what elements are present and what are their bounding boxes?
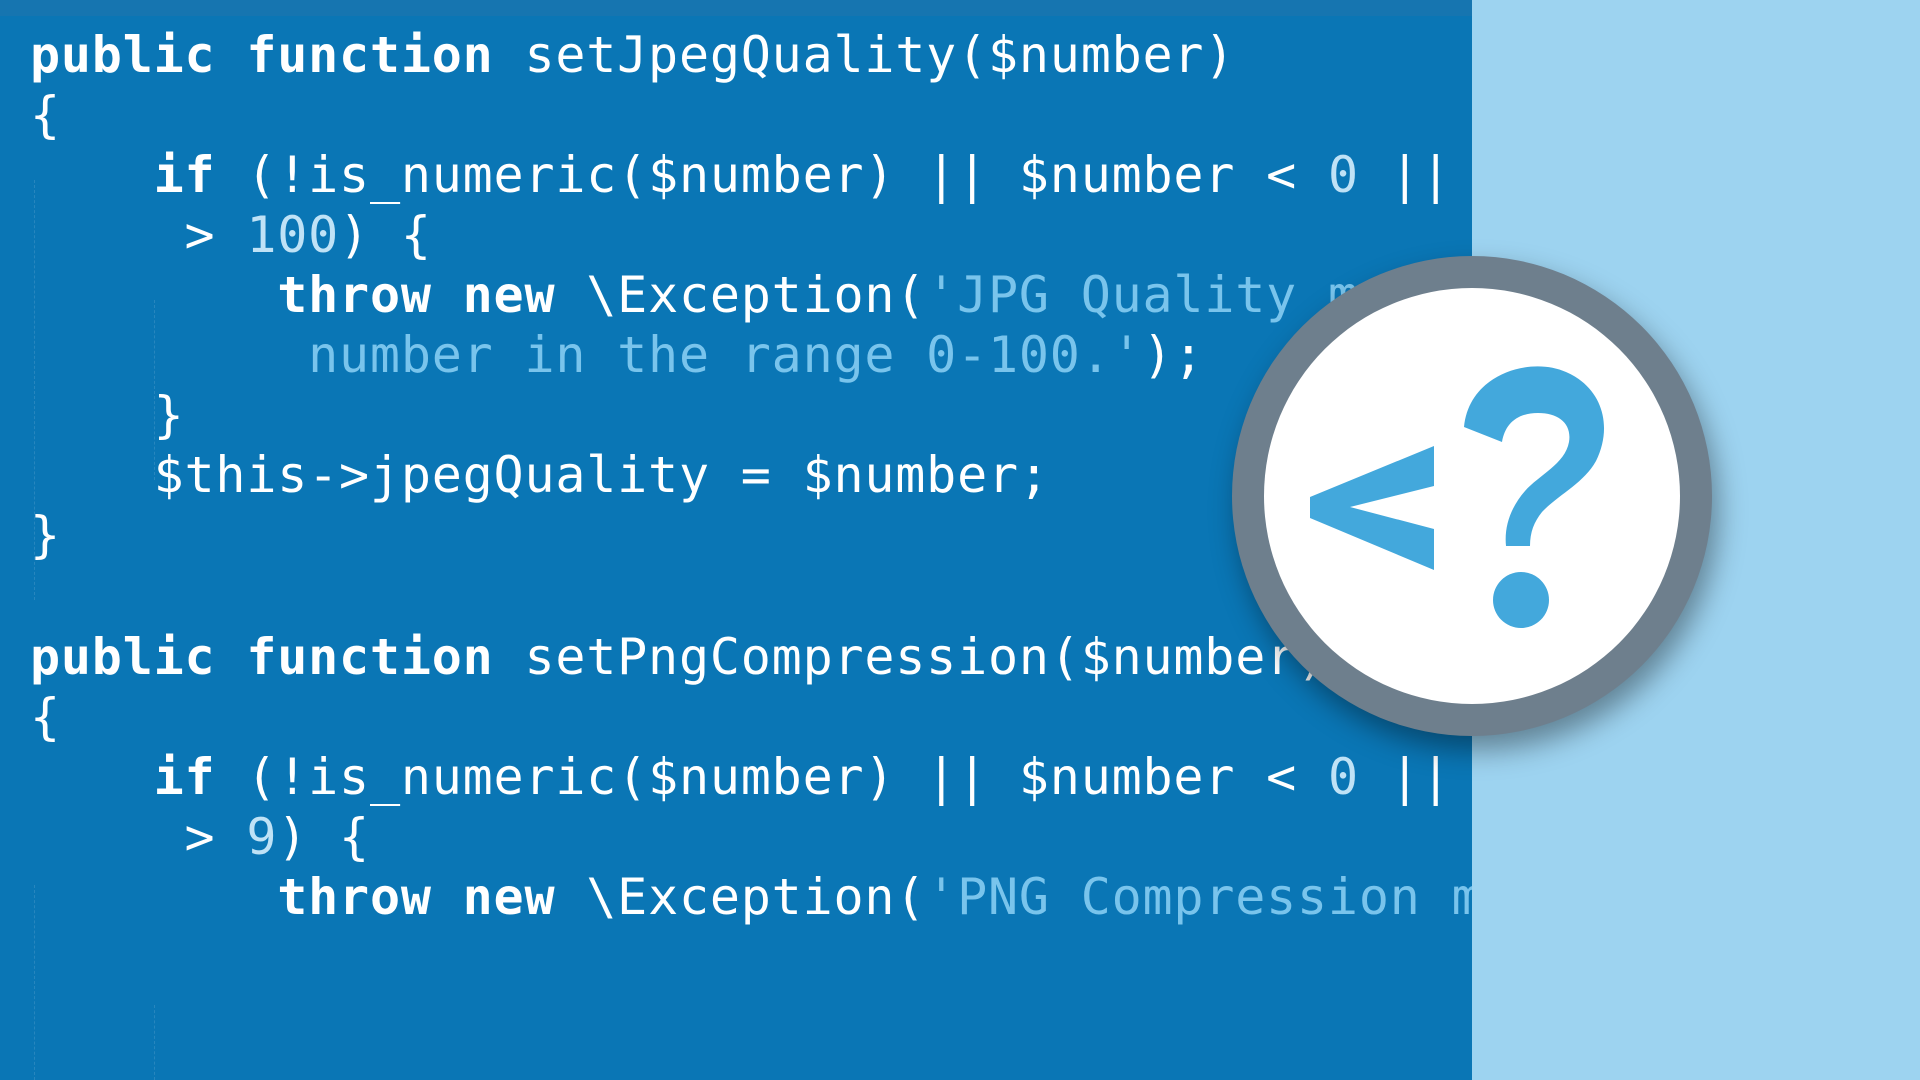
code-editor-panel: public function setJpegQuality($number){… (0, 0, 1472, 1080)
code-keyword: public function (30, 26, 494, 84)
code-text: } (30, 386, 185, 444)
code-text: > (30, 808, 247, 866)
code-text: setJpegQuality($number) (493, 26, 1236, 84)
code-string: 'PNG Compression must (926, 868, 1472, 926)
code-line: number in the range 0-100.'); (30, 325, 1204, 385)
question-mark-hook (1464, 366, 1605, 546)
code-text: || $ (1389, 748, 1452, 806)
code-line: public function setPngCompression($numbe… (30, 627, 1328, 687)
question-mark-dot (1493, 572, 1549, 628)
code-text (30, 868, 277, 926)
code-text: || $ (1389, 146, 1452, 204)
code-keyword: if (153, 748, 216, 806)
code-line: $this->jpegQuality = $number; (30, 445, 1050, 505)
code-line: } (30, 505, 61, 565)
code-line: > 9) { (30, 807, 370, 867)
code-line: } (30, 385, 185, 445)
less-than-symbol (1310, 446, 1434, 570)
code-text (30, 266, 277, 324)
code-line: { (30, 687, 61, 747)
code-text (30, 146, 154, 204)
code-text: { (30, 86, 61, 144)
code-text: $this->jpegQuality = $number; (30, 446, 1050, 504)
code-text: ); (1142, 326, 1205, 384)
code-line: if (!is_numeric($number) || $number < 0 … (30, 145, 1472, 205)
code-line: throw new \Exception('PNG Compression mu… (30, 867, 1472, 927)
code-keyword: public function (30, 628, 494, 686)
code-text: (!is_numeric($number) || $number < (215, 748, 1328, 806)
php-open-tag-icon (1310, 366, 1605, 628)
code-keyword: if (153, 146, 216, 204)
indent-guide (154, 300, 155, 480)
code-number: 9 (246, 808, 278, 866)
code-text: ) { (277, 808, 370, 866)
indent-guide (34, 180, 35, 600)
code-text: ) { (339, 206, 432, 264)
code-number: 0 (1327, 748, 1359, 806)
code-text: { (30, 688, 61, 746)
code-line: { (30, 85, 61, 145)
code-text: \Exception( (555, 266, 927, 324)
code-keyword: throw new (277, 266, 556, 324)
code-number: 100 (246, 206, 340, 264)
code-text (30, 748, 154, 806)
indent-guide (154, 1005, 155, 1080)
code-text: > (30, 206, 247, 264)
code-line: if (!is_numeric($number) || $number < 0 … (30, 747, 1472, 807)
code-text: } (30, 506, 61, 564)
code-text: setPngCompression($number) (493, 628, 1328, 686)
code-line: public function setJpegQuality($number) (30, 25, 1235, 85)
php-logo-badge (1232, 256, 1712, 736)
code-number: 0 (1327, 146, 1359, 204)
code-text: \Exception( (555, 868, 927, 926)
code-keyword: throw new (277, 868, 556, 926)
code-line: > 100) { (30, 205, 432, 265)
code-string: number in the range 0-100.' (30, 326, 1143, 384)
code-text: (!is_numeric($number) || $number < (215, 146, 1328, 204)
indent-guide (34, 885, 35, 1080)
